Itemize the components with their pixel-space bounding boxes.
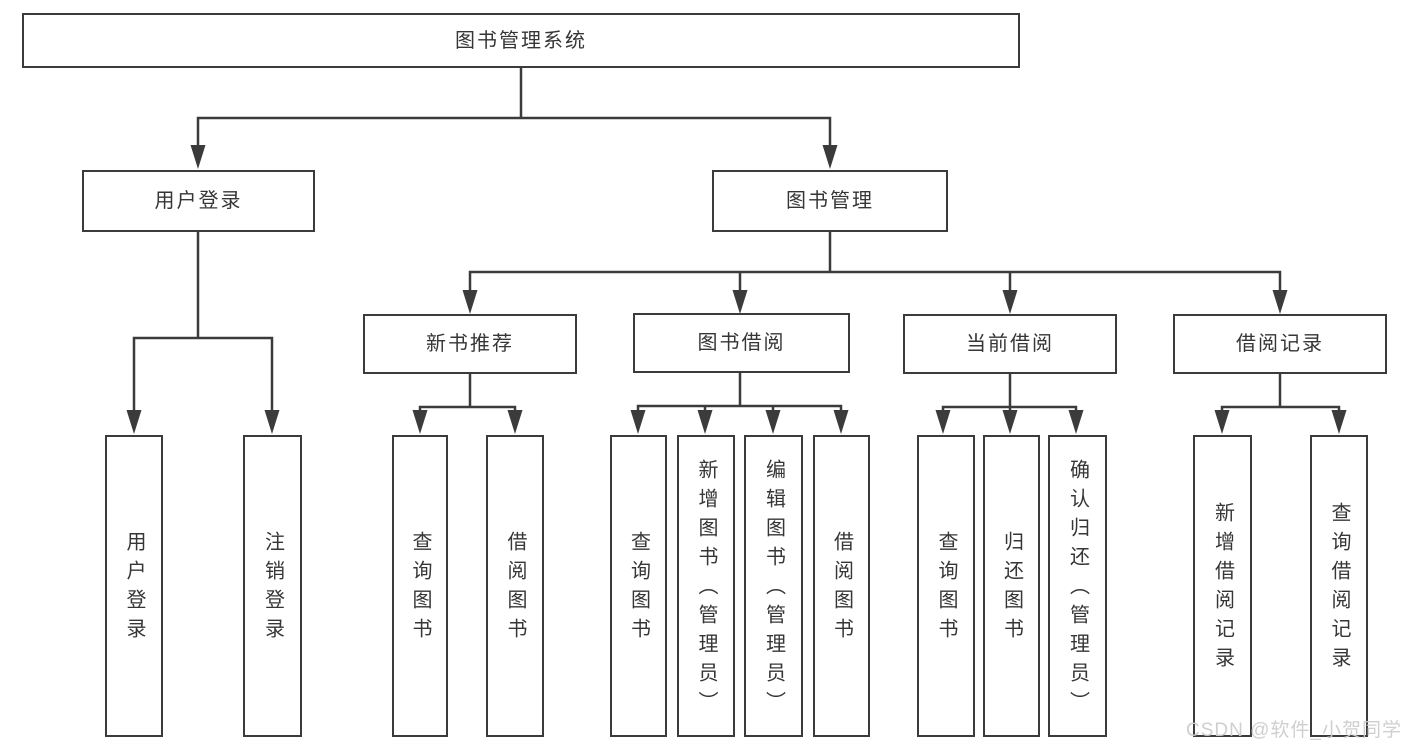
leaf-bb-edit-book: 编辑图书（管理员） xyxy=(744,435,803,737)
node-book-mgmt-group-label: 图书管理 xyxy=(786,190,874,212)
leaf-br-add-record-label: 新增借阅记录 xyxy=(1211,502,1234,676)
connector-currentborrow-to-leaves xyxy=(941,374,1078,412)
leaf-rec-borrow-book-label: 借阅图书 xyxy=(504,531,526,647)
leaf-logout: 注销登录 xyxy=(243,435,302,737)
node-root-label: 图书管理系统 xyxy=(455,29,587,52)
leaf-logout-label: 注销登录 xyxy=(261,531,284,647)
node-borrow-records-label: 借阅记录 xyxy=(1236,333,1324,355)
leaf-cb-return-book-label: 归还图书 xyxy=(1000,531,1023,647)
node-book-mgmt-group: 图书管理 xyxy=(712,170,948,232)
leaf-bb-query-book: 查询图书 xyxy=(610,435,667,737)
connector-root-to-level2 xyxy=(196,68,832,147)
leaf-rec-query-book: 查询图书 xyxy=(392,435,448,737)
leaf-bb-borrow-book-label: 借阅图书 xyxy=(830,531,853,647)
node-book-borrow-label: 图书借阅 xyxy=(697,332,786,354)
leaf-br-query-record-label: 查询借阅记录 xyxy=(1328,502,1350,676)
node-current-borrow-label: 当前借阅 xyxy=(966,333,1054,355)
node-user-login-group: 用户登录 xyxy=(82,170,315,232)
arrowhead-icons xyxy=(126,145,1347,434)
leaf-bb-edit-book-label: 编辑图书（管理员） xyxy=(762,458,785,720)
node-root: 图书管理系统 xyxy=(22,13,1020,68)
leaf-user-login: 用户登录 xyxy=(105,435,163,737)
node-user-login-group-label: 用户登录 xyxy=(154,190,243,212)
leaf-rec-query-book-label: 查询图书 xyxy=(409,531,431,647)
connector-newbookrec-to-leaves xyxy=(418,374,517,412)
leaf-user-login-label: 用户登录 xyxy=(123,531,145,647)
connector-bookmgmt-to-level3 xyxy=(468,232,1282,292)
csdn-watermark: CSDN @软件_小贺同学 xyxy=(1186,720,1402,741)
leaf-bb-borrow-book: 借阅图书 xyxy=(813,435,870,737)
leaf-cb-confirm-return: 确认归还（管理员） xyxy=(1048,435,1107,737)
connector-bookborrow-to-leaves xyxy=(636,373,843,412)
leaf-cb-confirm-return-label: 确认归还（管理员） xyxy=(1066,458,1089,720)
connector-userlogin-to-leaves xyxy=(132,232,274,412)
leaf-bb-query-book-label: 查询图书 xyxy=(627,531,650,647)
connector-borrowrecords-to-leaves xyxy=(1220,374,1341,412)
leaf-cb-query-book: 查询图书 xyxy=(917,435,975,737)
node-book-borrow: 图书借阅 xyxy=(633,313,850,373)
leaf-cb-return-book: 归还图书 xyxy=(983,435,1040,737)
leaf-cb-query-book-label: 查询图书 xyxy=(935,531,957,647)
leaf-br-add-record: 新增借阅记录 xyxy=(1193,435,1252,737)
leaf-bb-add-book-label: 新增图书（管理员） xyxy=(695,458,717,720)
leaf-rec-borrow-book: 借阅图书 xyxy=(486,435,544,737)
node-new-book-rec-label: 新书推荐 xyxy=(426,333,514,355)
node-borrow-records: 借阅记录 xyxy=(1173,314,1387,374)
leaf-br-query-record: 查询借阅记录 xyxy=(1310,435,1368,737)
node-current-borrow: 当前借阅 xyxy=(903,314,1117,374)
node-new-book-rec: 新书推荐 xyxy=(363,314,577,374)
leaf-bb-add-book: 新增图书（管理员） xyxy=(677,435,735,737)
